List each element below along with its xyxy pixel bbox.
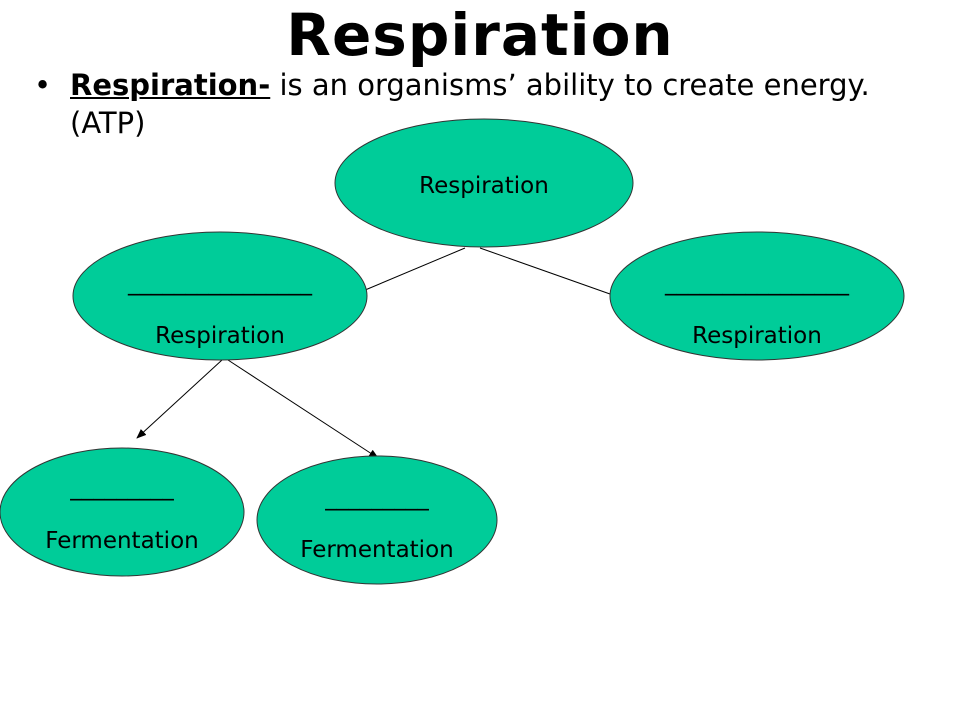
node-bottom-left-label: Fermentation [45, 528, 198, 554]
node-root-shape [334, 118, 634, 248]
connector-root-right [479, 247, 611, 295]
definition-body: is an organisms’ ability to create energ… [70, 68, 870, 140]
node-respiration-left: ________________ Respiration [72, 231, 368, 361]
node-bottom-right-label: Fermentation [300, 537, 453, 563]
definition-text: Respiration- is an organisms’ ability to… [70, 66, 910, 142]
arrow-left-to-bottom-left [136, 359, 223, 439]
node-bottom-right-shape [256, 455, 498, 585]
node-root-label: Respiration [419, 173, 549, 199]
node-left-label: Respiration [155, 323, 285, 349]
node-fermentation-left: _________ Fermentation [0, 447, 245, 577]
node-left-shape [72, 231, 368, 361]
bullet-icon: • [34, 68, 52, 102]
node-bottom-left-blank: _________ [69, 475, 174, 501]
node-right-shape [609, 231, 905, 361]
node-right-blank: ________________ [664, 270, 850, 296]
definition-term: Respiration- [70, 68, 271, 102]
node-bottom-right-blank: _________ [324, 485, 429, 511]
slide-title: Respiration [286, 1, 674, 69]
connector-root-left [357, 247, 466, 294]
node-bottom-left-shape [0, 447, 245, 577]
arrow-left-to-bottom-right [227, 359, 379, 459]
node-fermentation-right: _________ Fermentation [256, 455, 498, 585]
node-left-blank: ________________ [127, 270, 313, 296]
node-respiration-right: ________________ Respiration [609, 231, 905, 361]
node-right-label: Respiration [692, 323, 822, 349]
node-respiration-root: Respiration [334, 118, 634, 248]
